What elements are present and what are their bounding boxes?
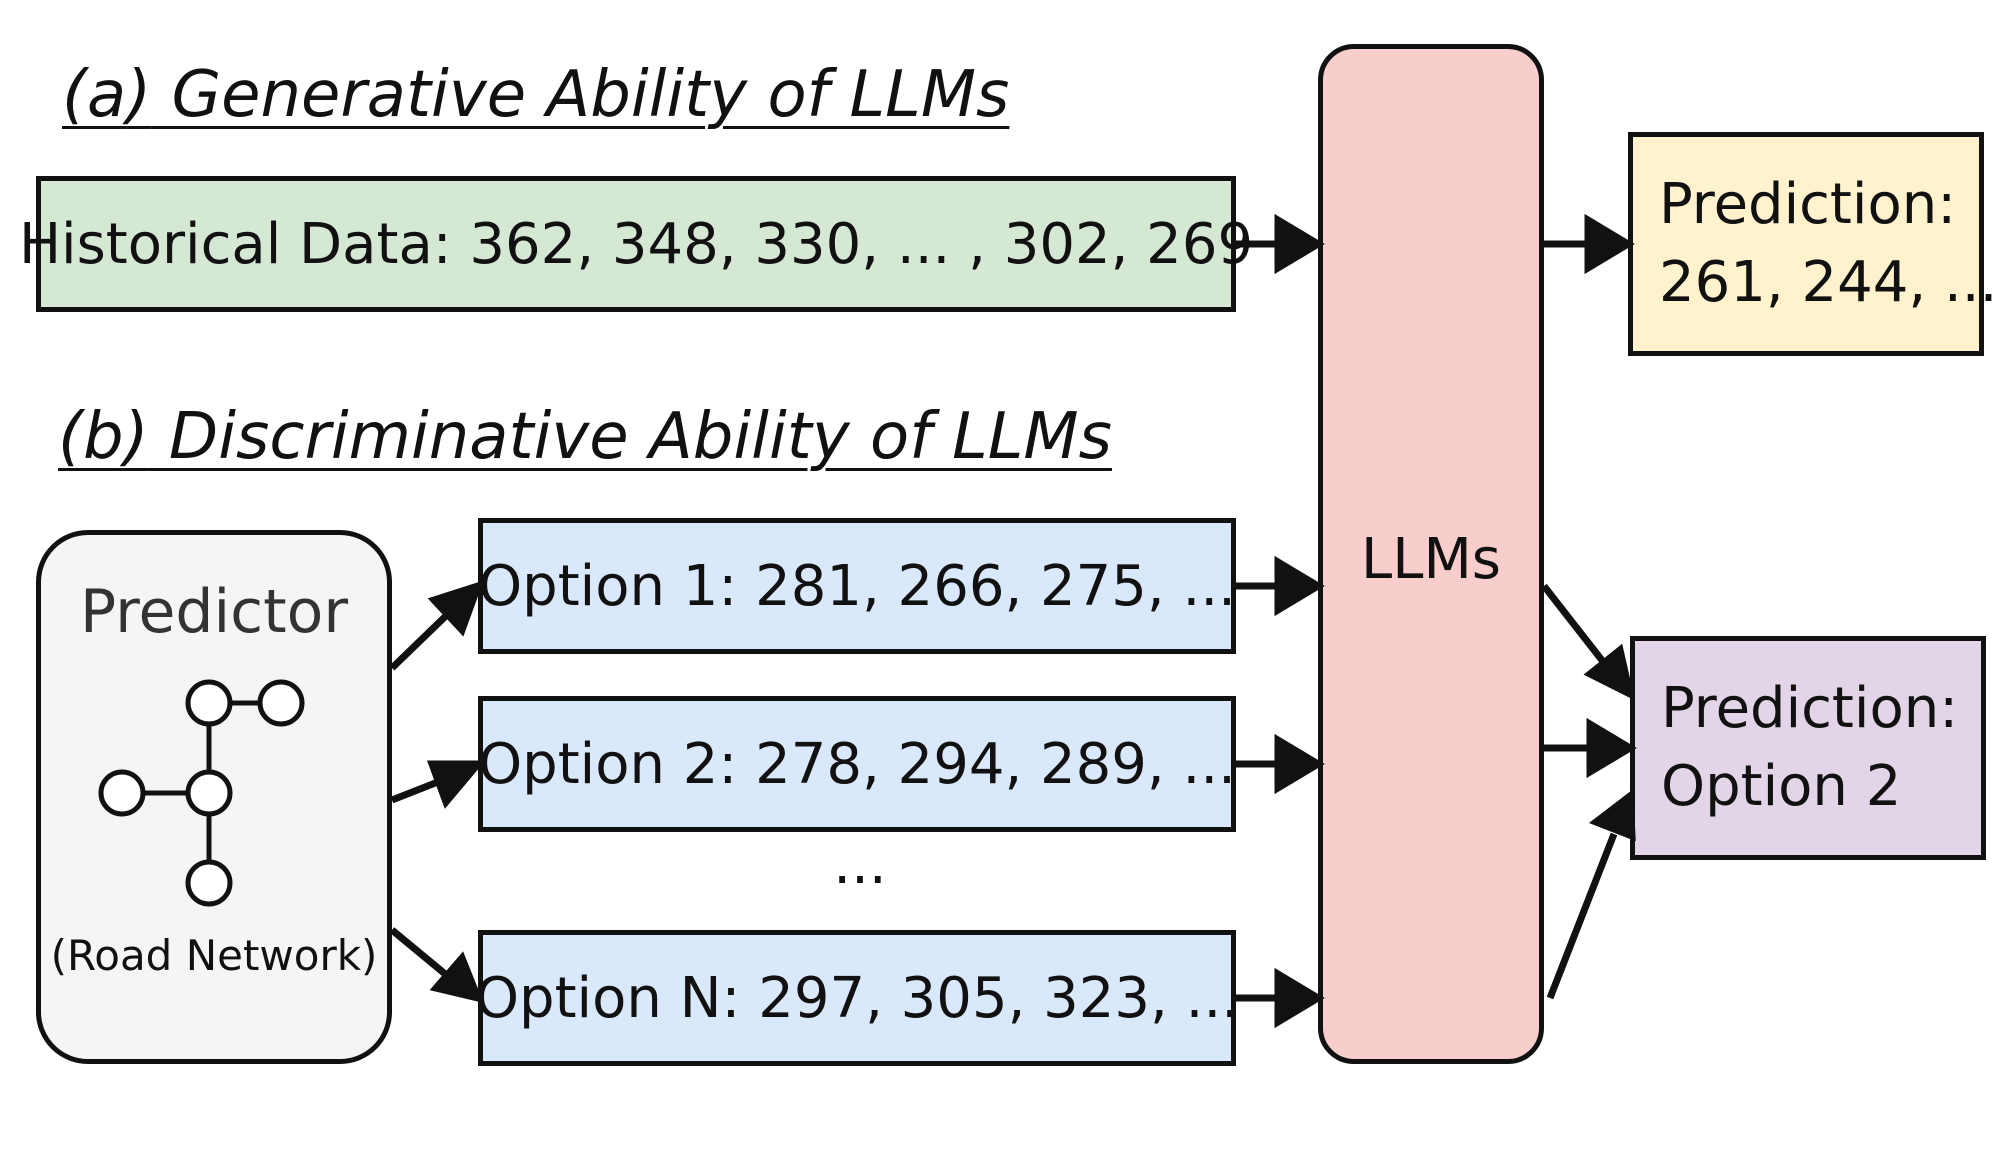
llm-box: LLMs [1318, 44, 1544, 1064]
road-network-icon [98, 679, 305, 907]
option-n-text: Option N: 297, 305, 323, ... [474, 965, 1240, 1031]
arrow-llm-to-prediction-b-top [1541, 583, 1636, 701]
arrow-predictor-to-optionn [389, 927, 484, 1003]
predictor-caption: (Road Network) [50, 931, 378, 980]
prediction-a-line1: Prediction: [1659, 172, 1957, 237]
option-1-box: Option 1: 281, 266, 275, ... [478, 518, 1236, 654]
predictor-title: Predictor [79, 577, 349, 647]
prediction-b-line1: Prediction: [1661, 676, 1959, 741]
heading-generative: (a) Generative Ability of LLMs [62, 58, 1010, 132]
prediction-b-line2: Option 2 [1661, 754, 1902, 819]
arrow-llm-to-prediction-b-bottom [1546, 789, 1636, 1000]
arrow-predictor-to-option1 [389, 580, 484, 671]
arrow-option1-to-llm [1236, 555, 1325, 617]
prediction-a-line2: 261, 244, ... [1659, 250, 1998, 315]
option-2-text: Option 2: 278, 294, 289, ... [478, 731, 1236, 797]
arrow-predictor-to-option2 [390, 760, 486, 809]
arrow-llm-to-prediction-b-mid [1544, 717, 1637, 779]
historical-data-text: Historical Data: 362, 348, 330, ... , 30… [18, 211, 1254, 277]
prediction-b-box: Prediction: Option 2 [1630, 636, 1986, 860]
arrow-option2-to-llm [1236, 733, 1325, 795]
arrow-historical-to-llm [1236, 213, 1325, 275]
options-ellipsis: ... [833, 832, 887, 897]
prediction-a-box: Prediction: 261, 244, ... [1628, 132, 1997, 356]
option-2-box: Option 2: 278, 294, 289, ... [478, 696, 1236, 832]
arrow-llm-to-prediction-a [1544, 213, 1635, 275]
predictor-box: Predictor (Road Network) [36, 530, 392, 1064]
option-1-text: Option 1: 281, 266, 275, ... [478, 553, 1236, 619]
option-n-box: Option N: 297, 305, 323, ... [474, 930, 1240, 1066]
heading-discriminative: (b) Discriminative Ability of LLMs [58, 400, 1112, 474]
arrow-optionn-to-llm [1236, 967, 1325, 1029]
llm-label: LLMs [1361, 527, 1501, 592]
historical-data-box: Historical Data: 362, 348, 330, ... , 30… [19, 176, 1253, 312]
